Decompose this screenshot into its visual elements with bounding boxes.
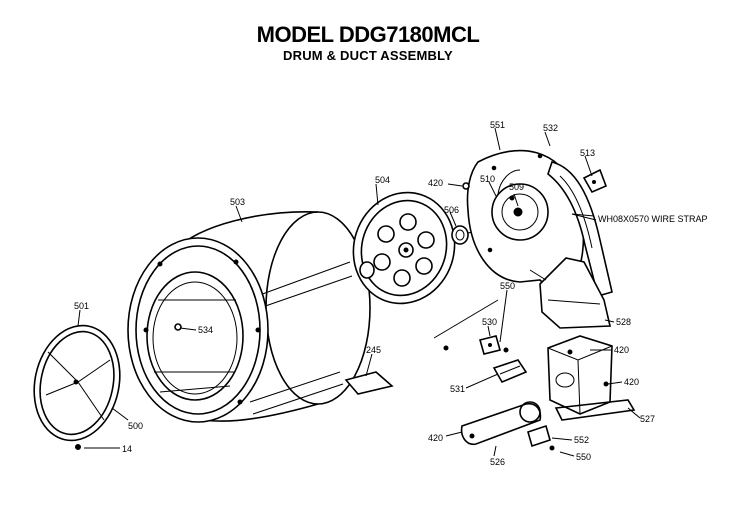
callout-501: 501 [74, 301, 89, 311]
callout-506: 506 [444, 205, 459, 215]
model-title: MODEL DDG7180MCL [256, 22, 480, 47]
callout-528: 528 [616, 317, 631, 327]
callout-513: 513 [580, 148, 595, 158]
screw-14 [75, 444, 81, 450]
callout-503: 503 [230, 197, 245, 207]
callout-420-right: 420 [624, 377, 639, 387]
callout-527: 527 [640, 414, 655, 424]
callout-530: 530 [482, 317, 497, 327]
callout-550-top: 550 [500, 281, 515, 291]
callout-420-mid: 420 [614, 345, 629, 355]
callout-551: 551 [490, 120, 505, 130]
leader-lines [77, 127, 641, 457]
bearing [451, 225, 483, 245]
callout-510: 510 [480, 174, 495, 184]
thermostat-parts [433, 299, 528, 384]
front-seal-ring [33, 324, 121, 442]
callout-550-bottom: 550 [576, 452, 591, 462]
callout-wire-strap: WH08X0570 WIRE STRAP [598, 214, 708, 224]
assembly-title: DRUM & DUCT ASSEMBLY [283, 48, 453, 63]
callout-531: 531 [450, 384, 465, 394]
plate-245 [344, 371, 394, 395]
callout-532: 532 [543, 123, 558, 133]
callout-504: 504 [375, 175, 390, 185]
heater-duct [529, 257, 611, 329]
rear-bulkhead [462, 149, 613, 302]
callout-526: 526 [490, 457, 505, 467]
gas-valve-coil [460, 401, 555, 451]
callout-500: 500 [128, 421, 143, 431]
callout-509: 509 [509, 182, 524, 192]
callout-420-bottom: 420 [428, 433, 443, 443]
callout-420-top: 420 [428, 178, 443, 188]
callout-labels: 503 504 506 551 532 513 420 510 509 WH08… [74, 120, 708, 467]
drum [127, 211, 371, 423]
callout-245: 245 [366, 345, 381, 355]
callout-14: 14 [122, 444, 132, 454]
bracket-513 [582, 168, 608, 194]
callout-552: 552 [574, 435, 589, 445]
rear-drum-head [352, 191, 456, 305]
callout-534: 534 [198, 325, 213, 335]
